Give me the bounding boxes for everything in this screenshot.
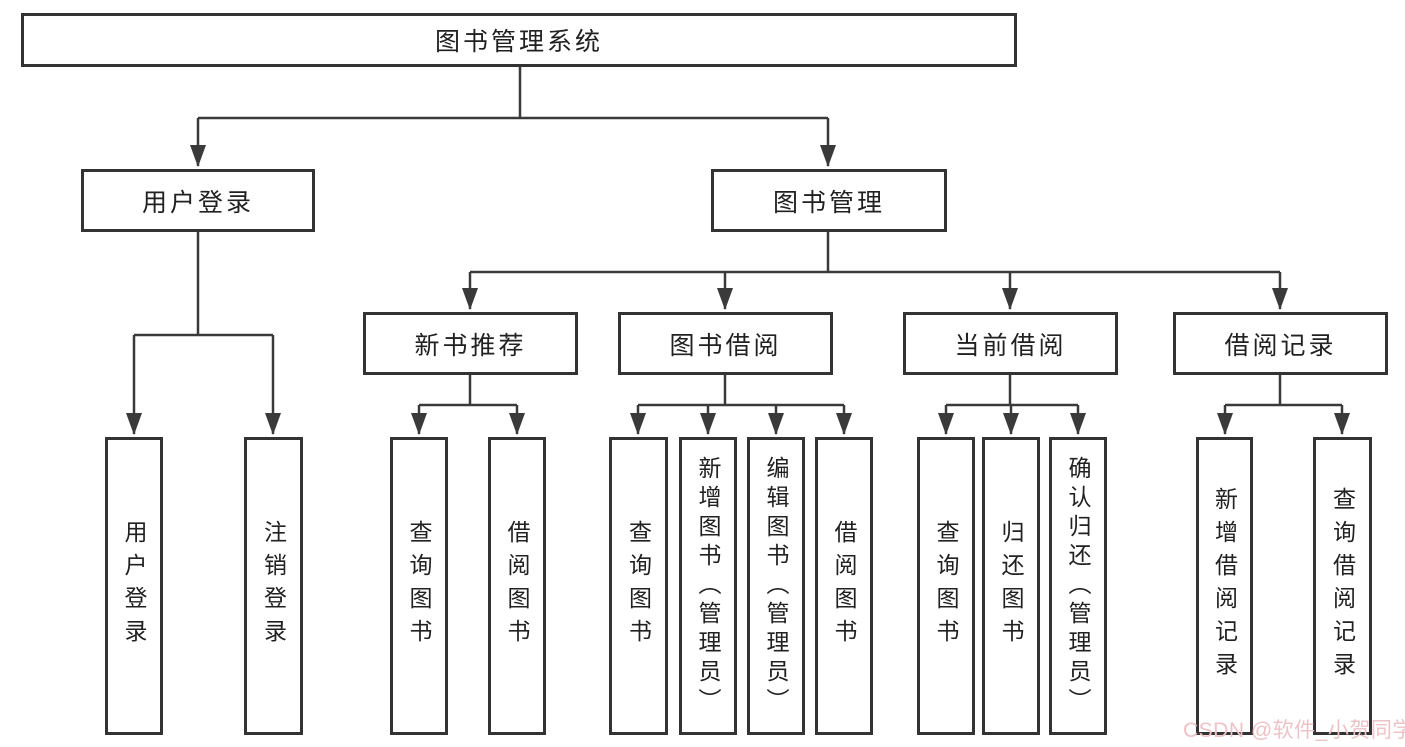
- node-query-borrow-record: 查询借阅记录: [1313, 437, 1372, 735]
- watermark: CSDN @软件_小贺同学: [1183, 719, 1405, 742]
- node-query-books-2: 查询图书: [609, 437, 668, 735]
- node-edit-book-label: 编辑图书（管理员）: [763, 455, 789, 717]
- node-add-book-label: 新增图书（管理员）: [695, 455, 721, 717]
- node-root: 图书管理系统: [21, 13, 1017, 67]
- node-add-borrow-record: 新增借阅记录: [1196, 437, 1253, 735]
- node-confirm-return: 确认归还（管理员）: [1049, 437, 1107, 735]
- node-query-books-2-label: 查询图书: [625, 520, 652, 652]
- node-new-books: 新书推荐: [363, 312, 578, 375]
- node-query-books-1-label: 查询图书: [406, 520, 432, 652]
- connector-current-borrow-to-leaves: [938, 375, 1086, 435]
- node-return-book: 归还图书: [982, 437, 1040, 735]
- connector-borrow-records-to-leaves: [1217, 375, 1350, 435]
- node-current-borrow: 当前借阅: [903, 312, 1118, 375]
- connector-user-login-to-leaves: [126, 232, 281, 435]
- node-query-books-3: 查询图书: [917, 437, 975, 735]
- connector-root-to-level2: [190, 67, 836, 167]
- node-query-borrow-record-label: 查询借阅记录: [1329, 487, 1356, 685]
- node-edit-book: 编辑图书（管理员）: [747, 437, 805, 735]
- node-confirm-return-label: 确认归还（管理员）: [1065, 455, 1091, 717]
- node-borrow-books-2: 借阅图书: [815, 437, 873, 735]
- node-query-books-3-label: 查询图书: [933, 520, 959, 652]
- node-borrow-records-label: 借阅记录: [1224, 331, 1337, 360]
- node-query-books-1: 查询图书: [390, 437, 448, 735]
- node-book-borrow: 图书借阅: [618, 312, 833, 375]
- connector-new-books-to-leaves: [411, 375, 525, 435]
- node-user-login-leaf-label: 用户登录: [121, 520, 147, 652]
- node-borrow-books-2-label: 借阅图书: [831, 520, 857, 652]
- node-borrow-books-1: 借阅图书: [488, 437, 546, 735]
- node-user-login: 用户登录: [81, 169, 315, 232]
- node-user-login-leaf: 用户登录: [105, 437, 163, 735]
- node-add-book: 新增图书（管理员）: [679, 437, 737, 735]
- node-logout-leaf-label: 注销登录: [260, 520, 287, 652]
- node-book-borrow-label: 图书借阅: [669, 331, 782, 360]
- node-logout-leaf: 注销登录: [244, 437, 303, 735]
- node-book-mgmt: 图书管理: [711, 169, 947, 232]
- node-borrow-books-1-label: 借阅图书: [504, 520, 530, 652]
- node-book-mgmt-label: 图书管理: [772, 188, 885, 217]
- node-user-login-label: 用户登录: [141, 188, 254, 217]
- node-add-borrow-record-label: 新增借阅记录: [1211, 487, 1238, 685]
- node-return-book-label: 归还图书: [998, 520, 1024, 652]
- node-current-borrow-label: 当前借阅: [954, 331, 1067, 360]
- node-root-label: 图书管理系统: [434, 28, 603, 56]
- node-new-books-label: 新书推荐: [414, 331, 527, 360]
- connector-book-mgmt-to-level3: [462, 232, 1288, 310]
- node-borrow-records: 借阅记录: [1173, 312, 1388, 375]
- connector-book-borrow-to-leaves: [630, 375, 852, 435]
